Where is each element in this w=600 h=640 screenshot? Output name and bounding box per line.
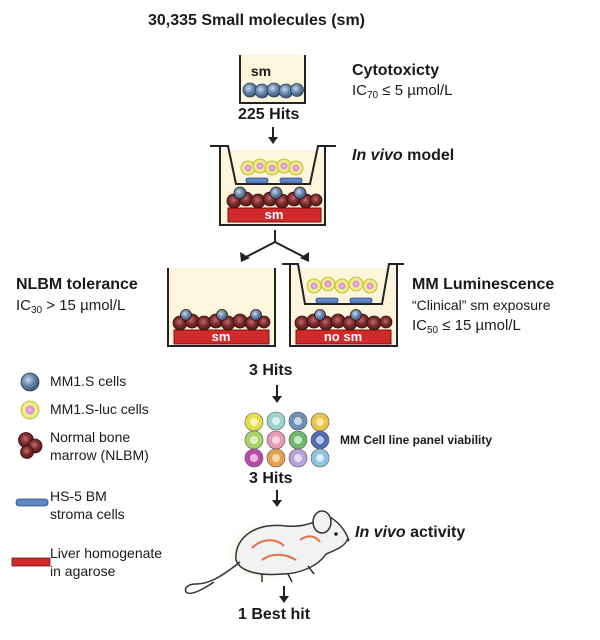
stroma-cell-icon — [15, 498, 49, 507]
mm-criterion: IC50 ≤ 15 µmol/L — [412, 317, 521, 336]
cell-line-panel-title: MM Cell line panel viability — [340, 433, 493, 447]
mouse-ear — [312, 510, 332, 534]
legend-agarose-label-line2: in agarose — [50, 563, 116, 579]
legend-icons — [11, 372, 51, 567]
agarose-bar-right — [295, 329, 392, 345]
mm-luminescence-subtitle: “Clinical” sm exposure — [412, 297, 551, 313]
liver-agarose-icon — [11, 557, 51, 567]
well-label-sm: sm — [250, 63, 272, 79]
best-hit: 1 Best hit — [238, 606, 311, 623]
nlbm-cells-bottom — [226, 186, 323, 209]
criterion-sub: 70 — [367, 90, 379, 101]
branch-arrows — [243, 241, 307, 259]
transwell-insert — [210, 145, 336, 185]
legend-stroma-label-line2: stroma cells — [50, 506, 125, 522]
nlbm-tolerance-title: NLBM tolerance — [16, 276, 138, 293]
legend-agarose-label-line1: Liver homogenate — [50, 545, 163, 561]
arrows — [240, 127, 309, 603]
nlbm-criterion: IC30 > 15 µmol/L — [16, 297, 126, 316]
mm-luminescence-title: MM Luminescence — [412, 276, 555, 293]
mm1s-luc-cells-insert — [240, 158, 304, 176]
cytotoxicity-title: Cytotoxicty — [352, 62, 440, 79]
invivo-activity-rest: activity — [405, 524, 466, 541]
legend-mm1s-label: MM1.S cells — [50, 373, 127, 389]
invivo-model-well — [210, 145, 336, 226]
agarose-bar-left — [173, 329, 270, 345]
invivo-activity-italic: In vivo — [355, 524, 406, 541]
mouse-icon — [184, 510, 350, 594]
hits-225: 225 Hits — [238, 106, 300, 123]
mm-luminescence-well — [282, 263, 404, 347]
legend-nlbm-label-line2: marrow (NLBM) — [50, 447, 149, 463]
legend-stroma-label-line1: HS-5 BM — [50, 488, 107, 504]
criterion-prefix: IC — [352, 82, 367, 99]
mm1s-luc-cell-icon — [20, 400, 40, 420]
invivo-rest: model — [402, 147, 455, 164]
hits-3-first: 3 Hits — [249, 362, 293, 379]
right-bar-label: no sm — [323, 329, 363, 344]
well-outline — [239, 55, 306, 104]
cytotoxicity-criterion: IC70 ≤ 5 µmol/L — [352, 82, 453, 101]
nlbm-cell-icon — [18, 432, 43, 459]
legend-mm1s-luc-label: MM1.S-luc cells — [50, 401, 149, 417]
mouse-eye — [334, 532, 338, 536]
nlbm-criterion-suffix: > 15 µmol/L — [42, 297, 126, 314]
cell-line-panel-icon — [244, 411, 330, 468]
invivo-italic: In vivo — [352, 147, 403, 164]
mm1s-cell-icon — [20, 372, 40, 392]
agarose-bar-label: sm — [264, 207, 284, 222]
nlbm-criterion-prefix: IC — [16, 297, 31, 314]
left-bar-label: sm — [211, 329, 231, 344]
mm1s-cells-well — [242, 82, 304, 99]
nlbm-criterion-sub: 30 — [31, 305, 43, 316]
nlbm-tolerance-well — [167, 268, 276, 347]
mm-criterion-suffix: ≤ 15 µmol/L — [438, 317, 521, 334]
criterion-suffix: ≤ 5 µmol/L — [378, 82, 453, 99]
mm-criterion-sub: 50 — [427, 325, 439, 336]
mm-criterion-prefix: IC — [412, 317, 427, 334]
agarose-bar — [227, 207, 322, 223]
invivo-model-title: In vivo model — [352, 147, 454, 165]
cytotoxicity-well — [239, 55, 306, 104]
hits-3-second: 3 Hits — [249, 470, 293, 487]
legend-nlbm-label-line1: Normal bone — [50, 429, 131, 445]
page-title: 30,335 Small molecules (sm) — [148, 12, 365, 29]
invivo-activity-title: In vivo activity — [355, 524, 465, 542]
